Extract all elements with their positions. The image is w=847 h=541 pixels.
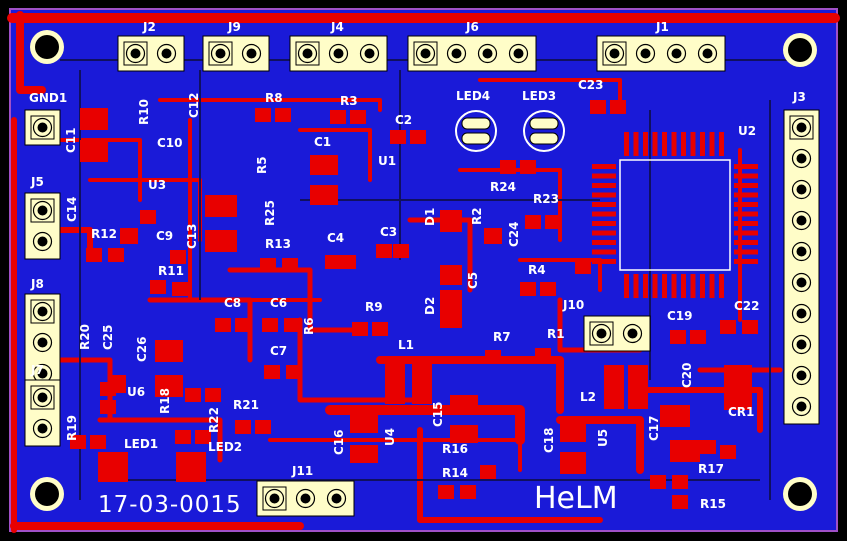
designator-c20: C20 bbox=[680, 362, 694, 388]
designator-led1: LED1 bbox=[124, 437, 158, 451]
designator-u3: U3 bbox=[148, 178, 166, 192]
designator-r22: R22 bbox=[207, 407, 221, 433]
connector-j2: J2 bbox=[117, 20, 185, 72]
designator-c19: C19 bbox=[667, 309, 693, 323]
connector-label: J1 bbox=[655, 20, 669, 34]
designator-r14: R14 bbox=[442, 466, 468, 480]
designator-r6: R6 bbox=[302, 317, 316, 335]
designator-c2: C2 bbox=[395, 113, 412, 127]
designator-c9: C9 bbox=[156, 229, 173, 243]
designator-r13: R13 bbox=[265, 237, 291, 251]
connector-label: GND1 bbox=[29, 91, 67, 105]
designator-c22: C22 bbox=[734, 299, 760, 313]
designator-c23: C23 bbox=[578, 78, 604, 92]
designator-u2: U2 bbox=[738, 124, 756, 138]
connector-label: J6 bbox=[465, 20, 479, 34]
connector-j6: J6 bbox=[407, 20, 537, 72]
designator-r10: R10 bbox=[137, 99, 151, 125]
connector-label: J11 bbox=[291, 464, 313, 478]
designator-led4: LED4 bbox=[456, 89, 490, 103]
connector-j1: J1 bbox=[596, 20, 726, 72]
designator-c10: C10 bbox=[157, 136, 183, 150]
connector-label: J10 bbox=[562, 298, 584, 312]
u2-footprint bbox=[592, 132, 758, 298]
designator-r21: R21 bbox=[233, 398, 259, 412]
designator-c1: C1 bbox=[314, 135, 331, 149]
designator-r3: R3 bbox=[340, 94, 358, 108]
connector-label: J9 bbox=[227, 20, 241, 34]
designator-r20: R20 bbox=[78, 324, 92, 350]
designator-c13: C13 bbox=[185, 223, 199, 249]
designator-c18: C18 bbox=[542, 427, 556, 453]
designator-l2: L2 bbox=[580, 390, 596, 404]
mounting-holes bbox=[30, 30, 817, 511]
board-serial: 17-03-0015 bbox=[98, 492, 242, 518]
designator-c11: C11 bbox=[64, 127, 78, 153]
designator-r8: R8 bbox=[265, 91, 283, 105]
designator-c12: C12 bbox=[187, 92, 201, 118]
designator-c24: C24 bbox=[507, 221, 521, 247]
designator-r23: R23 bbox=[533, 192, 559, 206]
connector-j5: J5 bbox=[24, 175, 61, 260]
connector-label: J8 bbox=[30, 277, 44, 291]
designator-r24: R24 bbox=[490, 180, 516, 194]
led-round-footprints bbox=[455, 110, 565, 152]
connector-gnd1: GND1 bbox=[24, 91, 67, 146]
connector-j9: J9 bbox=[202, 20, 270, 72]
designator-c25: C25 bbox=[101, 324, 115, 350]
designator-c5: C5 bbox=[466, 272, 480, 289]
designator-r4: R4 bbox=[528, 263, 546, 277]
designator-c14: C14 bbox=[65, 196, 79, 222]
designator-r7: R7 bbox=[493, 330, 511, 344]
designator-c4: C4 bbox=[327, 231, 344, 245]
designator-l1: L1 bbox=[398, 338, 414, 352]
designator-d1: D1 bbox=[423, 208, 437, 226]
connector-label: J3 bbox=[792, 90, 806, 104]
connector-label: J2 bbox=[142, 20, 156, 34]
designator-c3: C3 bbox=[380, 225, 397, 239]
board-brand: HeLM bbox=[534, 481, 618, 516]
designator-c7: C7 bbox=[270, 344, 287, 358]
designator-c8: C8 bbox=[224, 296, 241, 310]
designator-c15: C15 bbox=[431, 401, 445, 427]
designator-cr1: CR1 bbox=[728, 405, 754, 419]
designator-r1: R1 bbox=[547, 327, 565, 341]
smd-pads bbox=[70, 100, 758, 509]
designator-c17: C17 bbox=[647, 415, 661, 441]
connector-j3: J3 bbox=[783, 90, 820, 425]
designator-u6: U6 bbox=[127, 385, 145, 399]
board-outline bbox=[9, 8, 838, 532]
designator-r11: R11 bbox=[158, 264, 184, 278]
designator-r12: R12 bbox=[91, 227, 117, 241]
designator-r25: R25 bbox=[263, 200, 277, 226]
designator-r16: R16 bbox=[442, 442, 468, 456]
designator-r9: R9 bbox=[365, 300, 383, 314]
designator-c16: C16 bbox=[332, 429, 346, 455]
connector-j10: J10 bbox=[562, 298, 651, 352]
connector-label: J4 bbox=[330, 20, 344, 34]
designator-r19: R19 bbox=[65, 415, 79, 441]
designator-c26: C26 bbox=[135, 336, 149, 362]
designator-led2: LED2 bbox=[208, 440, 242, 454]
designator-led3: LED3 bbox=[522, 89, 556, 103]
designator-r2: R2 bbox=[470, 207, 484, 225]
connector-label: J5 bbox=[30, 175, 44, 189]
designator-r5: R5 bbox=[255, 156, 269, 174]
designator-u1: U1 bbox=[378, 154, 396, 168]
connector-j11: J11 bbox=[256, 464, 355, 517]
connector-j7: J7 bbox=[24, 363, 61, 447]
designator-r17: R17 bbox=[698, 462, 724, 476]
designator-u4: U4 bbox=[383, 428, 397, 446]
connector-j8: J8 bbox=[24, 277, 61, 392]
connector-label: J7 bbox=[30, 363, 44, 377]
designator-d2: D2 bbox=[423, 297, 437, 315]
designator-c6: C6 bbox=[270, 296, 287, 310]
designator-r18: R18 bbox=[158, 388, 172, 414]
connector-j4: J4 bbox=[289, 20, 388, 72]
designator-r15: R15 bbox=[700, 497, 726, 511]
designator-u5: U5 bbox=[596, 429, 610, 447]
